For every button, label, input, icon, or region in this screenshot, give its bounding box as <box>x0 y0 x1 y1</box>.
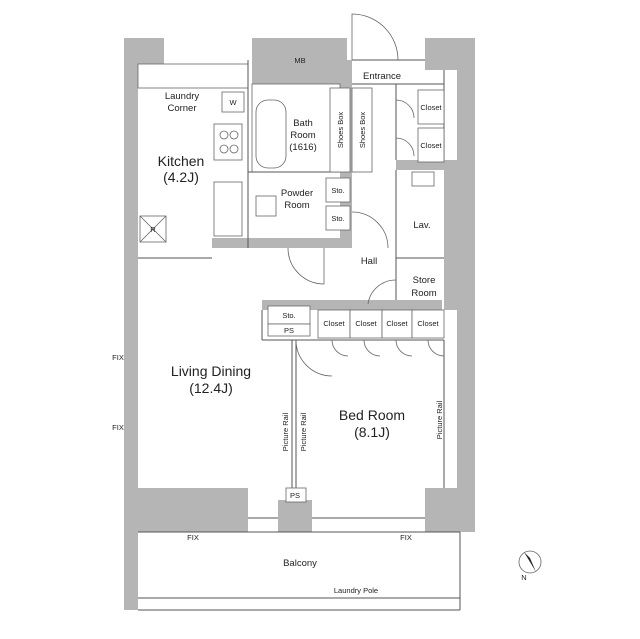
bath-label-line1: Bath <box>293 118 313 129</box>
entrance-closet-label-2: Closet <box>420 141 442 150</box>
shoes-box-label-2: Shoes Box <box>358 112 367 149</box>
entrance-closet-1 <box>417 89 445 125</box>
shoes-box-2 <box>351 87 373 173</box>
mb-label: MB <box>294 56 305 65</box>
sto-label-3: Sto. <box>282 311 295 320</box>
closet-box-4 <box>411 309 445 339</box>
balcony-label: Balcony <box>283 558 317 569</box>
sto-box-1 <box>325 177 351 203</box>
toilet <box>411 171 435 187</box>
picture-rail-label-1: Picture Rail <box>281 413 290 452</box>
hall-label: Hall <box>361 256 377 267</box>
lav-label: Lav. <box>413 220 430 231</box>
fixtures <box>139 87 445 503</box>
shoes-box-1 <box>329 87 351 173</box>
door-swings <box>287 13 445 377</box>
closet-label-1: Closet <box>323 319 345 328</box>
washer-box <box>221 91 245 113</box>
ps-box-1 <box>267 323 311 337</box>
powder-label-line2: Room <box>284 200 309 211</box>
entrance-closet-2 <box>417 127 445 163</box>
fix-label-1: FIX <box>112 353 124 362</box>
sto-box-2 <box>325 205 351 231</box>
entrance-closet-label-1: Closet <box>420 103 442 112</box>
sto-label-2: Sto. <box>331 214 344 223</box>
kitchen-label: Kitchen <box>158 153 205 169</box>
laundry-label-line1: Laundry <box>165 91 200 102</box>
kitchen-size: (4.2J) <box>163 169 199 185</box>
store-label-line2: Room <box>411 288 436 299</box>
picture-rail-label-3: Picture Rail <box>435 401 444 440</box>
fix-label-4: FIX <box>400 533 412 542</box>
laundry-pole-label: Laundry Pole <box>334 586 378 595</box>
powder-sink <box>255 195 277 217</box>
living-label: Living Dining <box>171 363 251 379</box>
north-arrow <box>518 550 542 574</box>
kitchen-sink <box>213 181 243 237</box>
room-labels: MB Entrance Laundry Corner W Kitchen (4.… <box>112 56 527 595</box>
powder-label-line1: Powder <box>281 188 313 199</box>
shoes-box-label-1: Shoes Box <box>336 112 345 149</box>
fix-label-3: FIX <box>187 533 199 542</box>
closet-label-3: Closet <box>386 319 408 328</box>
bed-label: Bed Room <box>339 407 405 423</box>
bath-label-line2: Room <box>290 130 315 141</box>
entrance-label: Entrance <box>363 71 401 82</box>
north-label: N <box>521 573 526 582</box>
cooktop <box>213 123 243 161</box>
refrigerator-label: R <box>150 225 156 234</box>
fix-label-2: FIX <box>112 423 124 432</box>
ps-label-1: PS <box>284 326 294 335</box>
store-label-line1: Store <box>413 275 436 286</box>
bed-size: (8.1J) <box>354 424 390 440</box>
picture-rail-label-2: Picture Rail <box>299 413 308 452</box>
closet-box-2 <box>349 309 383 339</box>
bath-size: (1616) <box>289 142 316 153</box>
closet-label-4: Closet <box>417 319 439 328</box>
bathtub <box>255 99 287 169</box>
ps-label-2: PS <box>290 491 300 500</box>
partition-lines <box>137 59 461 611</box>
closet-box-1 <box>317 309 351 339</box>
closet-box-3 <box>381 309 413 339</box>
laundry-label-line2: Corner <box>167 103 196 114</box>
living-size: (12.4J) <box>189 380 233 396</box>
washer-label: W <box>229 98 237 107</box>
ps-box-2 <box>285 487 307 503</box>
sto-label-1: Sto. <box>331 186 344 195</box>
structural-walls <box>124 38 475 610</box>
closet-label-2: Closet <box>355 319 377 328</box>
